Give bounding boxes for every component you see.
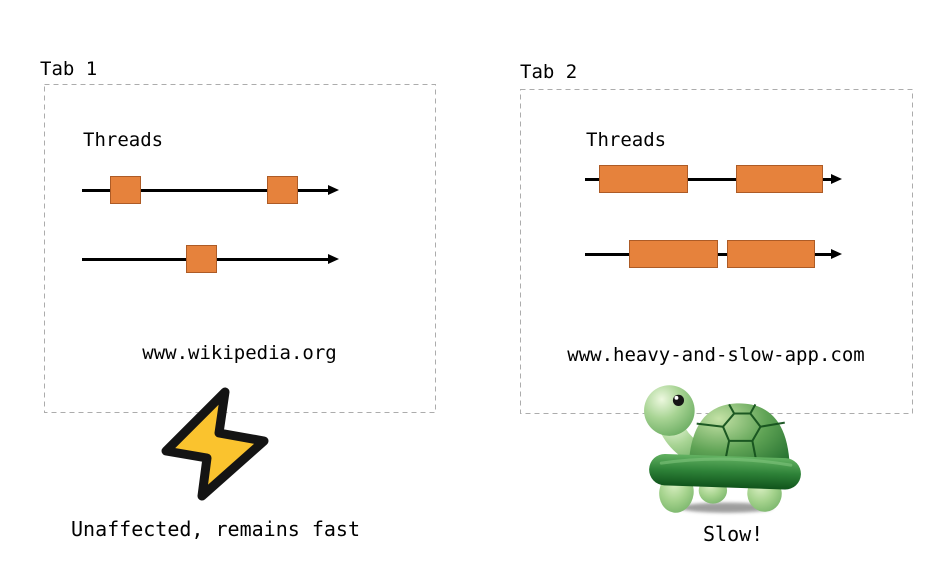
arrow-head-icon bbox=[328, 254, 339, 264]
tab2-site-label: www.heavy-and-slow-app.com bbox=[567, 344, 865, 366]
tab1-thread-timeline-1 bbox=[82, 176, 339, 204]
lightning-bolt-icon bbox=[159, 387, 272, 505]
tab2-thread-timeline-1 bbox=[585, 165, 842, 193]
busy-block bbox=[267, 176, 298, 204]
arrow-head-icon bbox=[328, 185, 339, 195]
tab1-panel: Threads www.wikipedia.org bbox=[44, 84, 435, 412]
tab2-thread-timeline-2 bbox=[585, 240, 842, 268]
turtle-icon bbox=[641, 385, 803, 517]
busy-block bbox=[186, 245, 217, 273]
arrow-head-icon bbox=[831, 249, 842, 259]
thread-line bbox=[585, 177, 834, 181]
tab2-label: Tab 2 bbox=[520, 61, 578, 83]
tab2-caption: Slow! bbox=[703, 522, 764, 546]
thread-line bbox=[82, 188, 331, 192]
tab1-label: Tab 1 bbox=[40, 58, 98, 80]
tab2-threads-label: Threads bbox=[586, 129, 667, 151]
tab1-box-outline bbox=[44, 84, 436, 413]
busy-block bbox=[736, 165, 823, 193]
tab1-caption: Unaffected, remains fast bbox=[71, 517, 360, 541]
tab1-threads-label: Threads bbox=[83, 129, 164, 151]
busy-block bbox=[110, 176, 141, 204]
tab2-panel: Threads www.heavy-and-slow-app.com bbox=[520, 89, 912, 413]
tab1-thread-timeline-2 bbox=[82, 245, 339, 273]
arrow-head-icon bbox=[831, 174, 842, 184]
busy-block bbox=[727, 240, 815, 268]
busy-block bbox=[629, 240, 718, 268]
busy-block bbox=[599, 165, 688, 193]
tab1-site-label: www.wikipedia.org bbox=[142, 342, 337, 364]
